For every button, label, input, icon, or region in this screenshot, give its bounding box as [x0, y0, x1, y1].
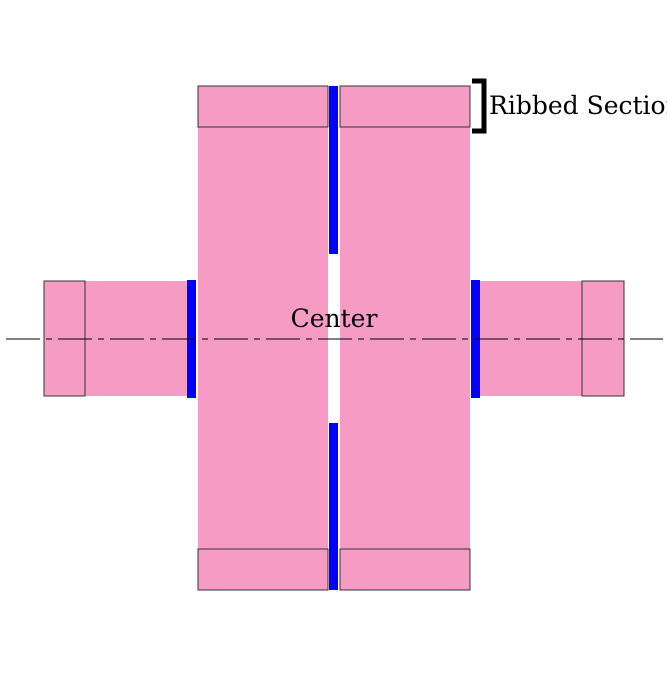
right-main-block — [340, 86, 470, 590]
center-upper-insulator — [329, 86, 338, 254]
left-main-block — [198, 86, 328, 590]
right-bottom-rib — [339, 548, 471, 591]
left-top-rib — [197, 85, 329, 128]
center-lower-insulator — [329, 423, 338, 590]
left-bottom-rib — [197, 548, 329, 591]
right-top-rib — [339, 85, 471, 128]
ribbed-section-label: Ribbed Section — [489, 91, 667, 120]
center-label: Center — [291, 304, 378, 333]
ribbed-section-bracket — [472, 78, 487, 134]
